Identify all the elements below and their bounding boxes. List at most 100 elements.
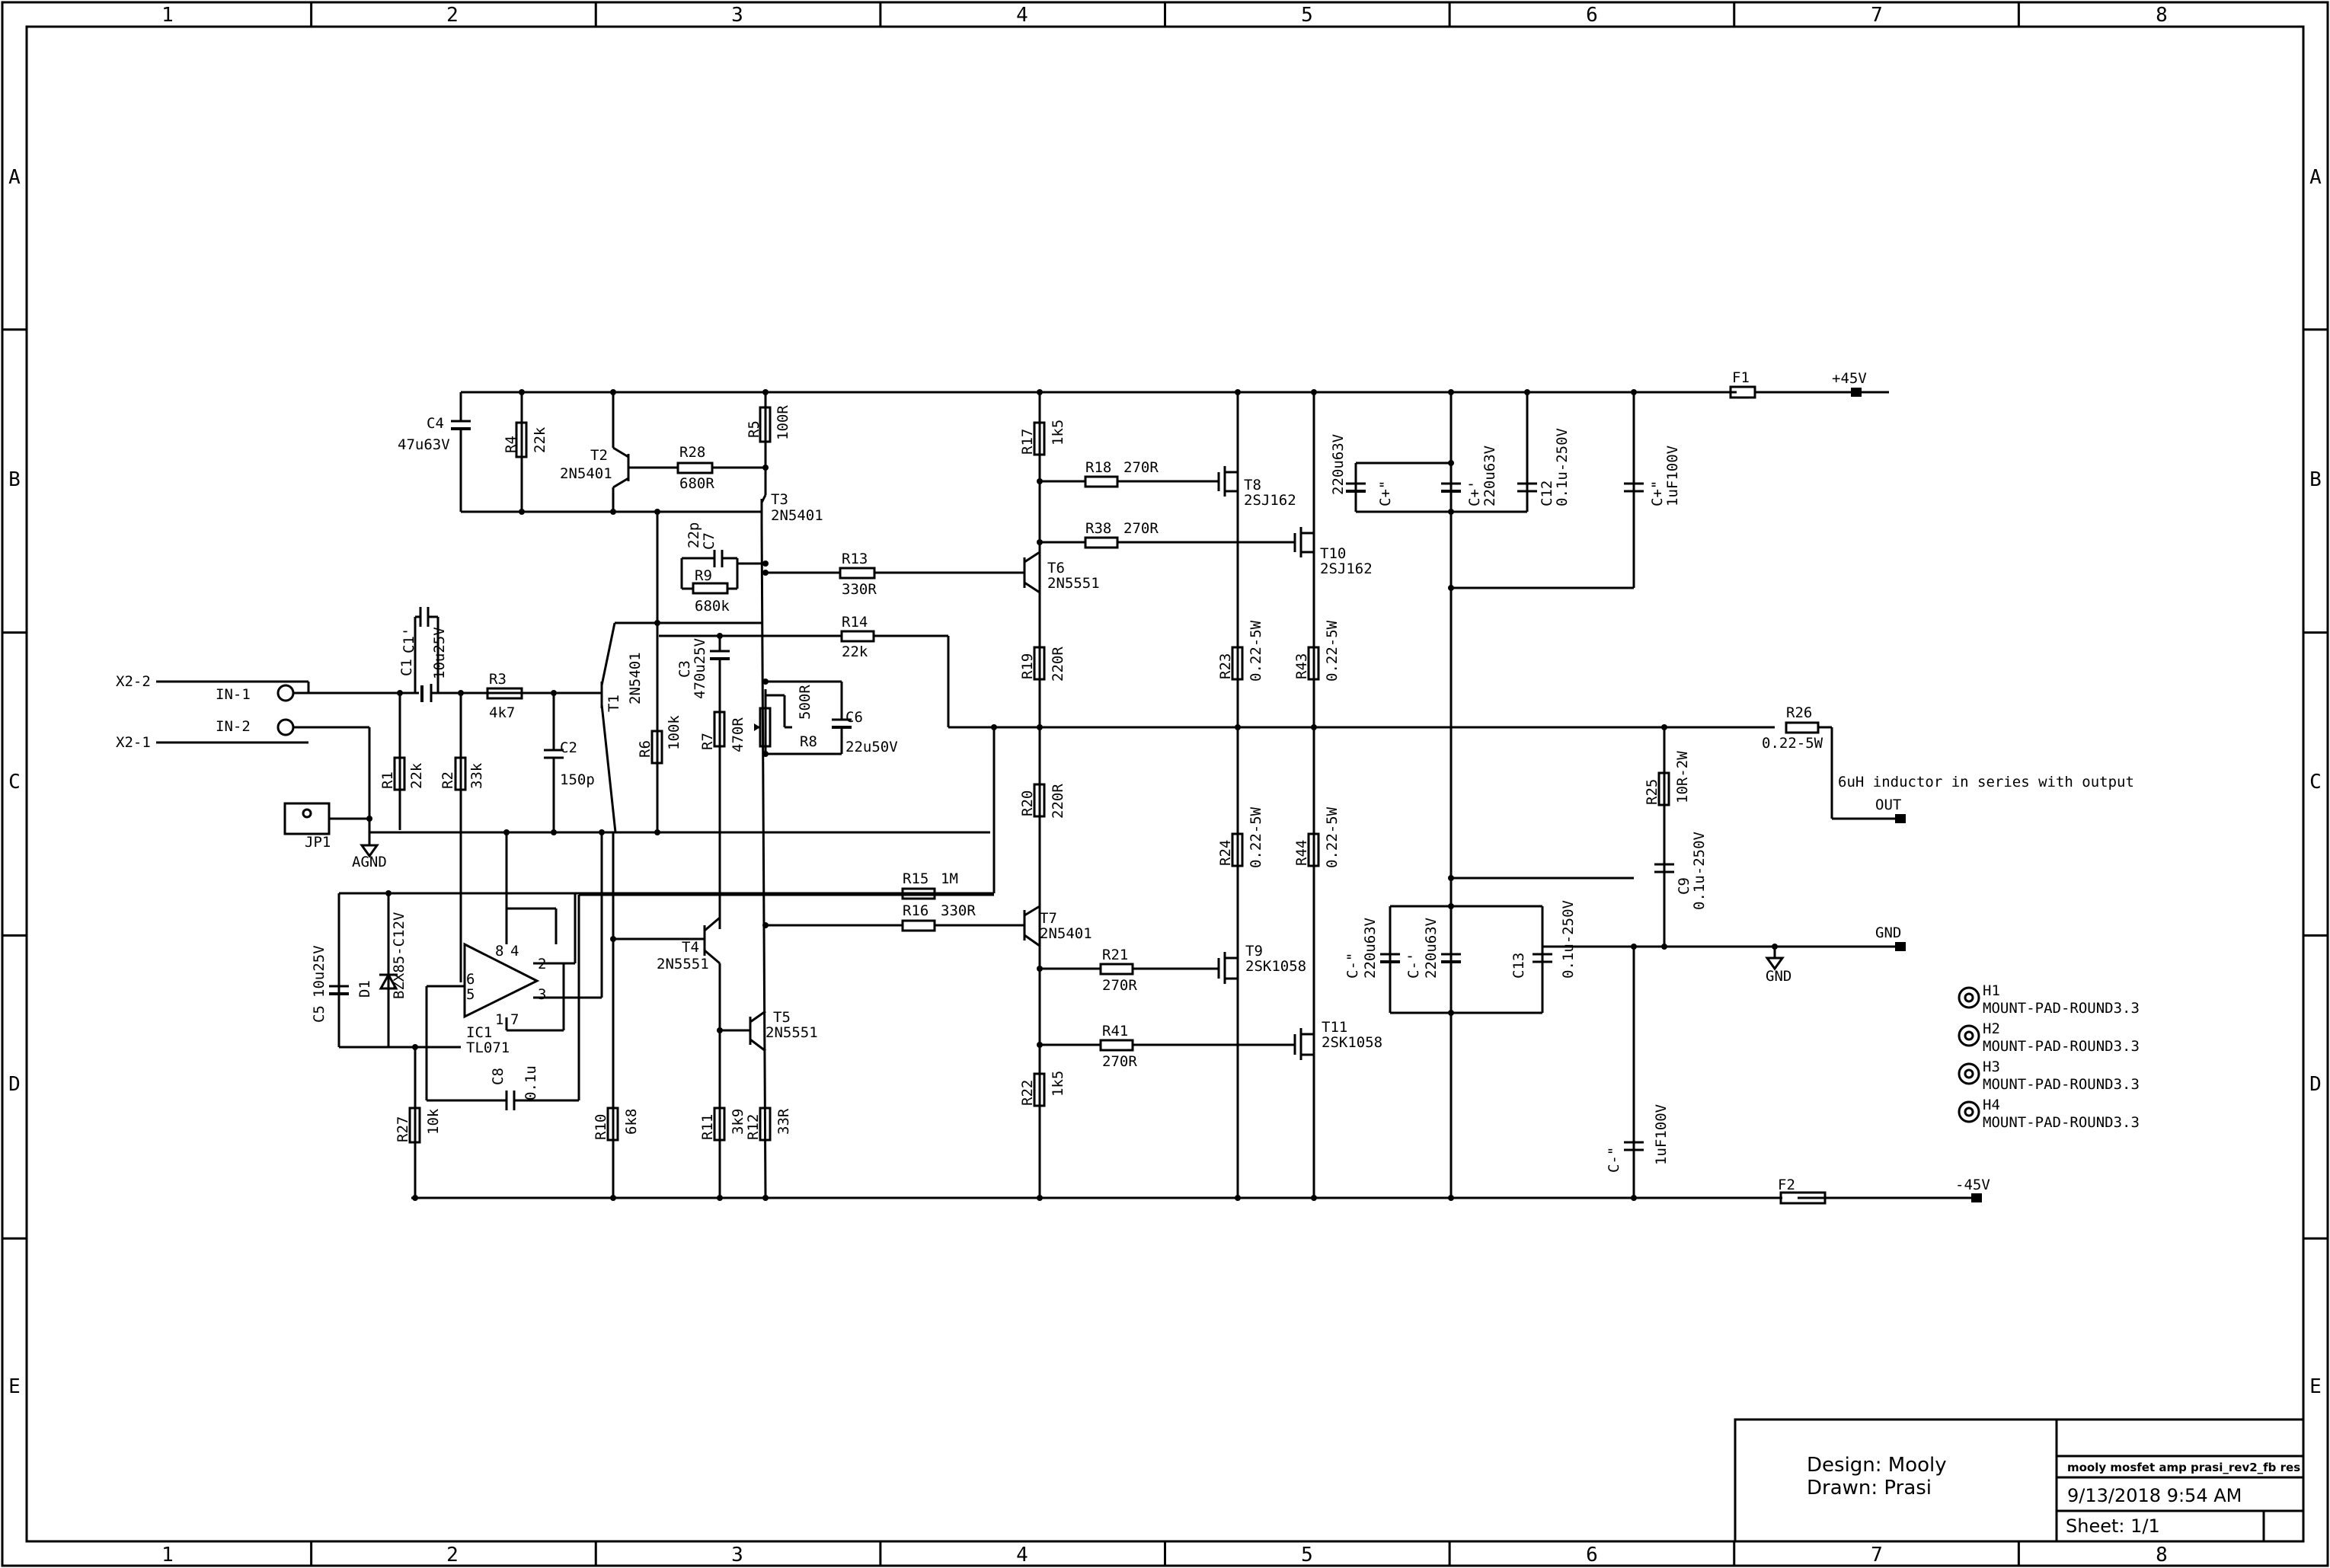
t3-label: T3	[771, 491, 788, 508]
t9-label: T9	[1245, 943, 1263, 960]
t1-label: T1	[606, 695, 622, 712]
c4-label: C4	[427, 415, 444, 432]
r12-label: R12	[745, 1114, 762, 1140]
agnd-label: AGND	[352, 854, 387, 870]
r2-value: 33k	[468, 762, 485, 789]
opamp-pin-4: 4	[510, 943, 519, 960]
opamp-pin-8: 8	[495, 943, 503, 960]
resistor-r24	[1231, 832, 1244, 867]
r20-value: 220R	[1050, 784, 1066, 819]
in1-label: IN-1	[216, 686, 251, 703]
opamp-pin-1: 1	[495, 1011, 503, 1028]
t2-label: T2	[590, 447, 608, 464]
opamp-pin-2: 2	[538, 956, 546, 972]
r17-value: 1k5	[1050, 420, 1066, 445]
mount-pad-h2-icon	[1958, 1024, 1980, 1047]
r16-label: R16	[903, 902, 928, 919]
r15-value: 1M	[941, 870, 958, 887]
input-connector-in2[interactable]	[276, 718, 295, 736]
ic1-value: TL071	[466, 1039, 510, 1056]
row-c-left: C	[8, 771, 21, 794]
r6-value: 100k	[666, 715, 682, 750]
r1-label: R1	[379, 771, 396, 789]
x2-1-label: X2-1	[116, 734, 151, 751]
r19-value: 220R	[1050, 647, 1066, 682]
c4-value: 47u63V	[398, 436, 450, 453]
c12-label: C12	[1539, 481, 1555, 506]
jumper-jp1	[283, 802, 331, 835]
col-5-top: 5	[1301, 4, 1313, 27]
t11-label: T11	[1322, 1019, 1347, 1036]
col-2-bottom: 2	[446, 1544, 459, 1566]
c9-value: 0.1u-250V	[1691, 832, 1708, 910]
r24-label: R24	[1217, 840, 1234, 866]
c7-label: C7	[701, 532, 718, 550]
col-7-bottom: 7	[1871, 1544, 1883, 1566]
resistor-r25	[1657, 771, 1670, 806]
h4-value: MOUNT-PAD-ROUND3.3	[1983, 1114, 2140, 1131]
cplus-a-label: C+"	[1377, 481, 1394, 506]
col-1-top: 1	[161, 4, 174, 27]
row-a-left: A	[8, 166, 21, 189]
servo-section: C5 10u25V D1 BZX85-C12V 8 4 6 5 2 3 1	[311, 727, 1024, 1198]
r26-value: 0.22-5W	[1762, 735, 1823, 752]
r21-label: R21	[1102, 947, 1128, 963]
r43-value: 0.22-5W	[1324, 620, 1341, 682]
c5-label: C5	[311, 1005, 328, 1023]
input-stage: T1 2N5401 C4 47u63V R4 22k T2 2N5401 R28…	[398, 392, 1775, 1199]
t7-value: 2N5401	[1040, 925, 1092, 942]
r16-value: 330R	[941, 902, 976, 919]
r3-label: R3	[489, 671, 507, 688]
resistor-r26	[1785, 721, 1820, 734]
input-section: X2-2 X2-1 IN-1 IN-2 JP1 AGND C1 C1' 10u2…	[116, 607, 990, 982]
gnd-symbol	[1765, 956, 1785, 971]
r9-value: 680k	[695, 598, 730, 615]
col-8-top: 8	[2156, 4, 2168, 27]
h3-label: H3	[1983, 1059, 2000, 1075]
r8-label: R8	[800, 733, 817, 750]
r9-label: R9	[695, 567, 712, 584]
c13-label: C13	[1510, 953, 1527, 979]
out-label: OUT	[1875, 797, 1901, 813]
t10-value: 2SJ162	[1320, 560, 1373, 577]
r23-label: R23	[1217, 653, 1234, 679]
c2-label: C2	[560, 739, 577, 756]
positive-rail-label: +45V	[1832, 370, 1867, 387]
c8-value: 0.1u	[523, 1065, 539, 1100]
capacitor-c1	[420, 685, 423, 702]
h1-label: H1	[1983, 982, 2000, 999]
x2-2-label: X2-2	[116, 673, 151, 690]
r22-label: R22	[1019, 1080, 1036, 1106]
d1-label: D1	[356, 980, 373, 998]
cminus-b-value: 220u63V	[1423, 918, 1440, 979]
resistor-r19	[1033, 646, 1046, 681]
negative-rail-label: -45V	[1955, 1177, 1990, 1193]
agnd-symbol	[360, 844, 379, 858]
c5-value: 10u25V	[311, 945, 328, 998]
r13-value: 330R	[842, 581, 877, 598]
inductor-note: 6uH inductor in series with output	[1838, 774, 2134, 790]
resistor-r11	[713, 1107, 726, 1142]
resistor-r15	[901, 887, 936, 900]
file-name-label: mooly mosfet amp prasi_rev2_fb res	[2067, 1461, 2300, 1474]
r4-label: R4	[503, 436, 519, 453]
resistor-r14	[840, 630, 875, 643]
t5-value: 2N5551	[765, 1024, 818, 1041]
t4-value: 2N5551	[657, 956, 709, 972]
opamp-pin-7: 7	[510, 1011, 519, 1028]
r38-label: R38	[1085, 520, 1111, 537]
r2-label: R2	[439, 771, 456, 789]
r13-label: R13	[842, 551, 868, 567]
r5-label: R5	[746, 420, 762, 438]
input-connector-in1[interactable]	[276, 684, 295, 702]
row-d-left: D	[8, 1073, 21, 1096]
output-section: R26 0.22-5W 6uH inductor in series with …	[1644, 704, 2134, 985]
r10-value: 6k8	[623, 1109, 640, 1135]
opamp-pin-6: 6	[466, 971, 475, 988]
r27-label: R27	[395, 1116, 411, 1142]
cminus-c-value: 1uF100V	[1653, 1104, 1670, 1165]
r12-value: 33R	[775, 1108, 792, 1135]
fuse-f1-label: F1	[1732, 369, 1750, 386]
resistor-r43	[1307, 646, 1320, 681]
t3-value: 2N5401	[771, 507, 823, 524]
